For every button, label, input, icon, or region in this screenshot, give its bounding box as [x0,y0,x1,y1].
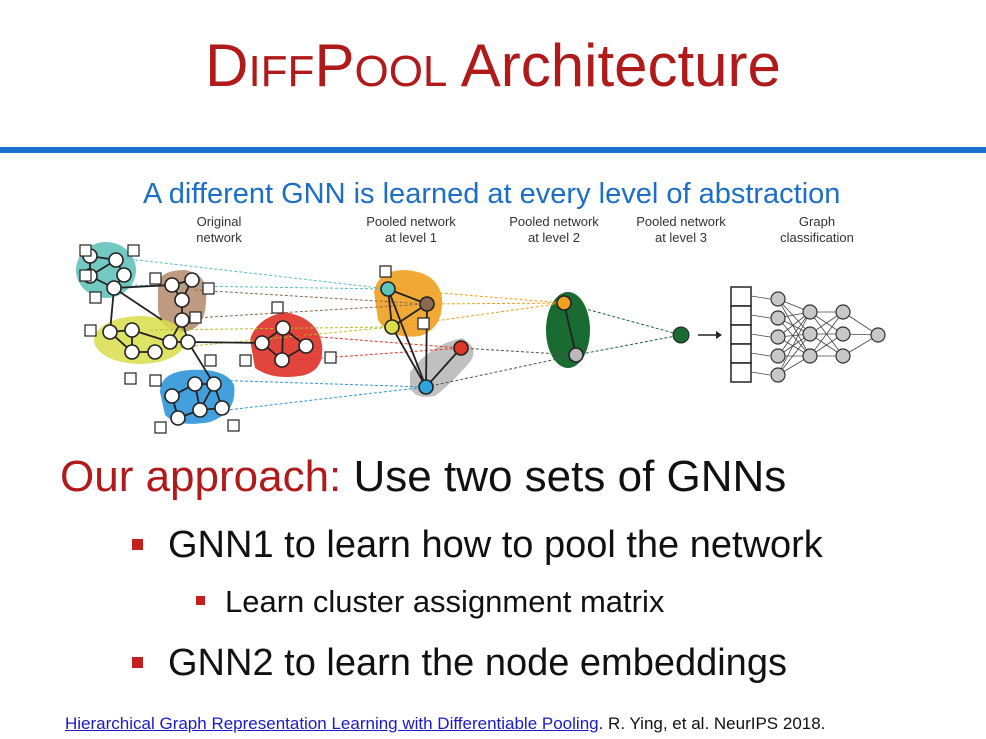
level1-node-yellow [384,319,400,335]
level1-node-brown [419,296,435,312]
level1-node-red [453,340,469,356]
slide-title: DIFFPOOL Architecture [205,32,781,99]
level3-node [672,326,690,344]
level2-node-orange [556,295,572,311]
bullet-square-icon [196,596,205,605]
column-label-level-3: Pooled network at level 3 [636,214,726,245]
column-label-original: Original network [196,214,242,245]
cluster-red [250,312,323,377]
diagram-subtitle: A different GNN is learned at every leve… [143,178,841,210]
paper-reference: Hierarchical Graph Representation Learni… [65,714,826,733]
bullet-square-icon [132,657,143,668]
level1-node-orange [380,281,396,297]
bullet-cluster-assignment: Learn cluster assignment matrix [196,584,664,620]
bullet-gnn2: GNN2 to learn the node embeddings [132,642,787,685]
level1-node-blue [418,379,434,395]
bullet-square-icon [132,539,143,550]
bullet-gnn1: GNN1 to learn how to pool the network [132,524,823,567]
level2-node-gray [568,347,584,363]
column-label-level-2: Pooled network at level 2 [509,214,599,245]
column-label-classification: Graph classification [780,214,854,245]
column-label-level-1: Pooled network at level 1 [366,214,456,245]
cluster-yellow [94,316,186,364]
paper-link[interactable]: Hierarchical Graph Representation Learni… [65,714,599,733]
approach-heading: Our approach: Use two sets of GNNs [60,452,787,501]
title-divider [0,147,986,153]
classification-embedding-vector [730,286,752,383]
